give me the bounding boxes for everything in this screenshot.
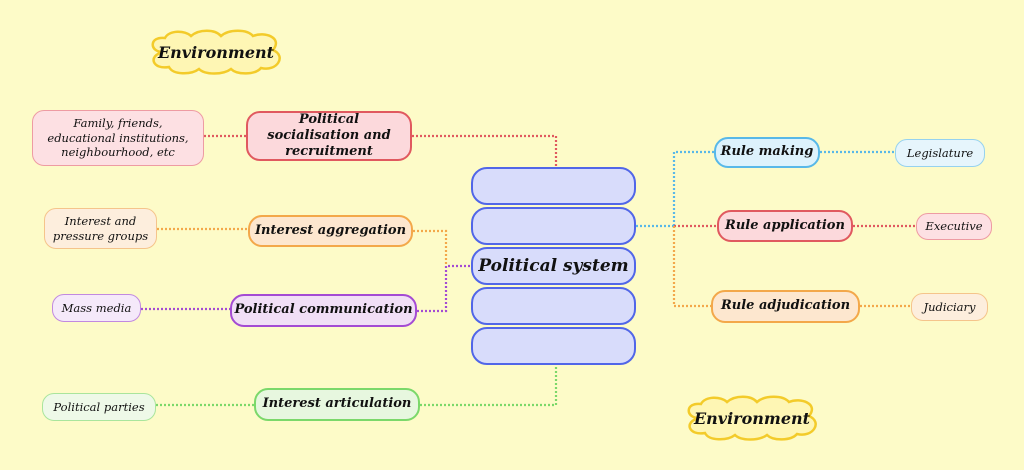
center-block-1 <box>471 167 636 205</box>
node-rule-adjudication[interactable]: Rule adjudication <box>711 290 860 323</box>
environment-cloud-top: Environment <box>143 28 289 76</box>
leaf-interest-pressure-groups[interactable]: Interest and pressure groups <box>44 208 157 249</box>
link-rule-adjudication <box>672 226 711 308</box>
node-political-socialisation[interactable]: Political socialisation and recruitment <box>246 111 412 161</box>
link-aggregation-center <box>413 229 448 266</box>
leaf-legislature[interactable]: Legislature <box>895 139 985 167</box>
link-rule-making <box>672 150 714 226</box>
link-articulation-center <box>420 366 558 407</box>
center-block-2 <box>471 207 636 245</box>
leaf-mass-media[interactable]: Mass media <box>52 294 141 322</box>
node-political-communication[interactable]: Political communication <box>230 294 417 327</box>
link-socialisation-center <box>412 134 558 168</box>
center-political-system: Political system <box>478 256 629 276</box>
link-communication-center <box>417 264 471 313</box>
leaf-family-friends[interactable]: Family, friends, educational institution… <box>32 110 204 166</box>
center-block-3[interactable] <box>471 247 636 285</box>
node-interest-articulation[interactable]: Interest articulation <box>254 388 420 421</box>
node-interest-aggregation[interactable]: Interest aggregation <box>248 215 413 247</box>
center-block-4 <box>471 287 636 325</box>
cloud-icon <box>687 395 817 441</box>
environment-cloud-bottom: Environment <box>678 394 826 442</box>
leaf-executive[interactable]: Executive <box>916 213 992 240</box>
leaf-political-parties[interactable]: Political parties <box>42 393 156 421</box>
node-rule-application[interactable]: Rule application <box>717 210 853 242</box>
cloud-icon <box>151 29 281 75</box>
leaf-judiciary[interactable]: Judiciary <box>911 293 988 321</box>
center-block-5 <box>471 327 636 365</box>
node-rule-making[interactable]: Rule making <box>714 137 820 168</box>
